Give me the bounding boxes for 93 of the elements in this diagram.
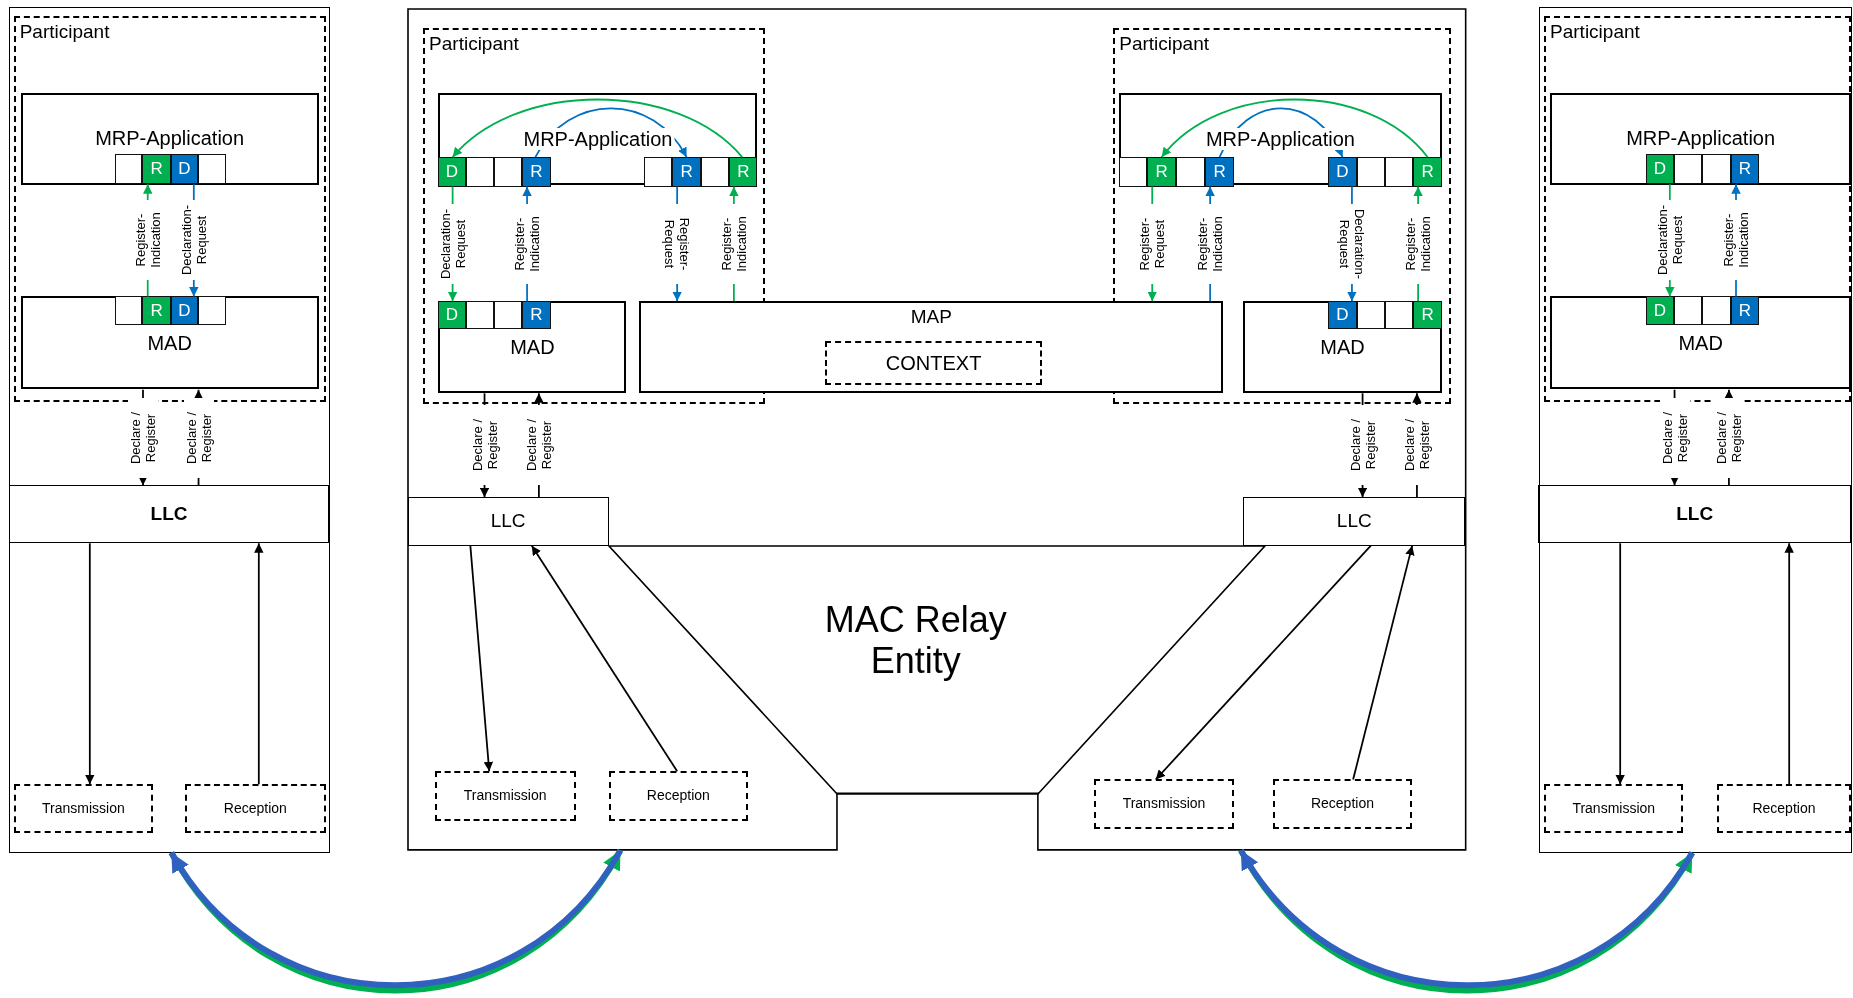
service-box: Transmission — [13, 783, 154, 834]
attribute-cell — [1702, 295, 1731, 326]
arrow — [469, 544, 494, 773]
mad-box — [1243, 301, 1442, 394]
attribute-cell: R — [1147, 157, 1176, 187]
llc-box: LLC — [407, 497, 609, 546]
box-title: Participant — [429, 34, 519, 56]
box-title: Participant — [1119, 34, 1209, 56]
attribute-cell: R — [1730, 154, 1760, 184]
attribute-cell — [198, 154, 227, 184]
arrow — [1147, 185, 1157, 303]
application-box — [20, 92, 319, 185]
attribute-cell — [1356, 301, 1385, 330]
edge-label: Declare / Register — [183, 397, 214, 478]
attribute-cell — [1356, 157, 1385, 187]
arrow — [189, 183, 199, 298]
edge-label: Declare / Register — [128, 397, 158, 478]
attribute-cell: R — [1413, 157, 1442, 187]
attribute-cell: D — [1328, 301, 1357, 330]
context-box: CONTEXT — [824, 341, 1043, 385]
attribute-cell — [700, 157, 730, 187]
llc-box: LLC — [8, 484, 330, 543]
attribute-cell — [115, 295, 143, 326]
attribute-cell — [1119, 157, 1148, 187]
participant-box — [1544, 16, 1852, 403]
arrow — [672, 185, 682, 303]
attribute-cell: R — [729, 157, 758, 187]
attribute-cell — [115, 154, 143, 184]
edge-label: Declare / Register — [1659, 397, 1690, 478]
attribute-cell — [1674, 295, 1703, 326]
arrow — [143, 183, 153, 298]
attribute-cell — [198, 295, 227, 326]
attribute-cell — [1674, 154, 1703, 184]
service-box: Reception — [185, 783, 326, 834]
attribute-cell — [493, 301, 523, 330]
attribute-cell: R — [1413, 301, 1442, 330]
mad-box — [20, 295, 319, 390]
edge-label: Declaration-Request — [1336, 203, 1367, 284]
attribute-cell: D — [438, 157, 466, 187]
arrow — [447, 185, 458, 303]
service-box: Reception — [608, 771, 749, 821]
attribute-cell: R — [142, 154, 171, 184]
application-box — [1119, 93, 1442, 186]
service-box: Reception — [1272, 779, 1413, 830]
attribute-cell: D — [170, 295, 198, 326]
attribute-cell — [644, 157, 673, 187]
attribute-cell — [465, 301, 494, 330]
attribute-cell: D — [1328, 157, 1357, 187]
service-box: Transmission — [1544, 783, 1684, 834]
map-box — [639, 301, 1224, 394]
arrow — [1154, 544, 1372, 781]
attribute-cell — [493, 157, 523, 187]
curved-arrow — [534, 107, 688, 158]
attribute-cell — [1385, 157, 1414, 187]
curved-arrow — [1160, 98, 1429, 158]
edge-label: Register-Request — [1137, 203, 1168, 284]
attribute-cell — [1385, 301, 1414, 330]
arrow — [85, 542, 95, 786]
arrow — [1665, 183, 1675, 298]
edge-label: Register-Indication — [1721, 200, 1751, 281]
arrow — [1352, 544, 1415, 781]
arrow — [254, 542, 264, 786]
box-title: Participant — [1550, 22, 1640, 43]
arrow — [1784, 542, 1794, 786]
attribute-cell: R — [142, 295, 171, 326]
llc-box: LLC — [1243, 497, 1466, 546]
application-box — [1549, 92, 1852, 185]
service-box: Reception — [1716, 783, 1852, 834]
attribute-cell: D — [438, 301, 466, 330]
service-box: Transmission — [434, 771, 576, 821]
llc-box: LLC — [1538, 484, 1852, 543]
service-box: Transmission — [1094, 779, 1234, 830]
curved-arrow — [451, 98, 744, 158]
attribute-cell: D — [1645, 295, 1675, 326]
attribute-cell: R — [522, 157, 551, 187]
curved-arrow — [1218, 107, 1344, 158]
attribute-cell: D — [170, 154, 198, 184]
box-title: Participant — [19, 22, 110, 43]
attribute-cell: R — [1730, 295, 1760, 326]
attribute-cell: R — [522, 301, 551, 330]
mad-box — [438, 301, 627, 394]
application-box — [438, 93, 758, 186]
arrow — [530, 544, 679, 773]
attribute-cell — [1702, 154, 1731, 184]
arrow — [1615, 542, 1625, 786]
mad-box — [1549, 295, 1852, 390]
edge-label: Declare / Register — [1713, 397, 1744, 478]
participant-box — [13, 16, 326, 403]
attribute-cell: D — [1645, 154, 1675, 184]
attribute-cell: R — [1205, 157, 1234, 187]
attribute-cell: R — [672, 157, 701, 187]
attribute-cell — [1175, 157, 1206, 187]
attribute-cell — [465, 157, 494, 187]
